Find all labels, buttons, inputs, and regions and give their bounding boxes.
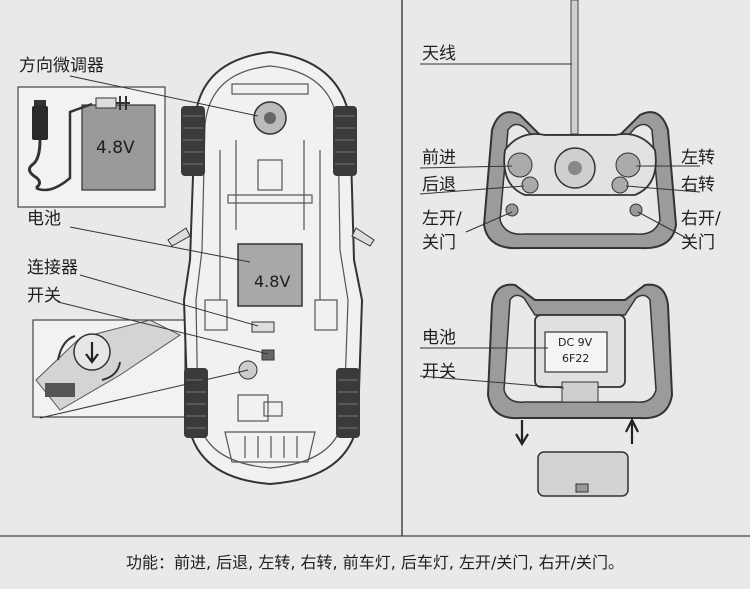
left-door-label-1: 左开/ [422, 209, 462, 229]
rear-left-wheel [184, 368, 208, 438]
battery-spec-1: DC 9V [558, 336, 593, 349]
features-footer: 功能：前进, 后退, 左转, 右转, 前车灯, 后车灯, 左开/关门, 右开/关… [126, 553, 624, 572]
right-turn-button [611, 176, 629, 194]
forward-button [507, 152, 533, 178]
front-right-wheel [333, 106, 357, 176]
car-connector [251, 321, 275, 333]
switch-inset [32, 319, 186, 418]
antenna-label: 天线 [422, 44, 456, 64]
trim-label: 方向微调器 [19, 56, 104, 76]
9v-battery [544, 331, 608, 373]
charger-connector-icon [95, 97, 117, 109]
switch-label: 开关 [27, 286, 61, 306]
right-door-label-1: 右开/ [681, 209, 721, 229]
arrow-up-icon [625, 417, 639, 444]
transmitter-back [486, 283, 674, 497]
left-turn-label: 左转 [681, 148, 715, 168]
remote-battery-label: 电池 [422, 328, 456, 348]
remote-switch [561, 381, 599, 403]
car-switch [261, 349, 275, 361]
connector-label: 连接器 [27, 258, 78, 278]
charger-battery-pack [81, 104, 156, 191]
backward-label: 后退 [422, 175, 456, 195]
transmitter-front [482, 0, 678, 250]
left-turn-button [615, 152, 641, 178]
usb-plug-icon [34, 100, 46, 106]
right-door-button [629, 203, 643, 217]
arrow-down-icon [515, 420, 529, 447]
right-top-leader-lines [419, 63, 701, 241]
right-turn-label: 右转 [681, 175, 715, 195]
car-battery-bay [237, 243, 303, 307]
arrow-down-icon [85, 342, 99, 364]
battery-spec-2: 6F22 [562, 352, 590, 365]
charger-inset [17, 86, 166, 208]
left-leader-lines [39, 75, 269, 419]
battery-cover [537, 451, 629, 497]
car-underside [167, 50, 375, 486]
charger-battery-text: 4.8V [96, 138, 135, 158]
rear-right-wheel [336, 368, 360, 438]
left-door-label-2: 关门 [422, 233, 456, 253]
battery-label: 电池 [27, 209, 61, 229]
forward-label: 前进 [422, 148, 456, 168]
backward-button [521, 176, 539, 194]
antenna [570, 0, 579, 135]
car-battery-text: 4.8V [254, 272, 291, 291]
right-bottom-leader-lines [419, 347, 565, 389]
remote-switch-label: 开关 [422, 362, 456, 382]
front-left-wheel [181, 106, 205, 176]
right-door-label-2: 关门 [681, 233, 715, 253]
